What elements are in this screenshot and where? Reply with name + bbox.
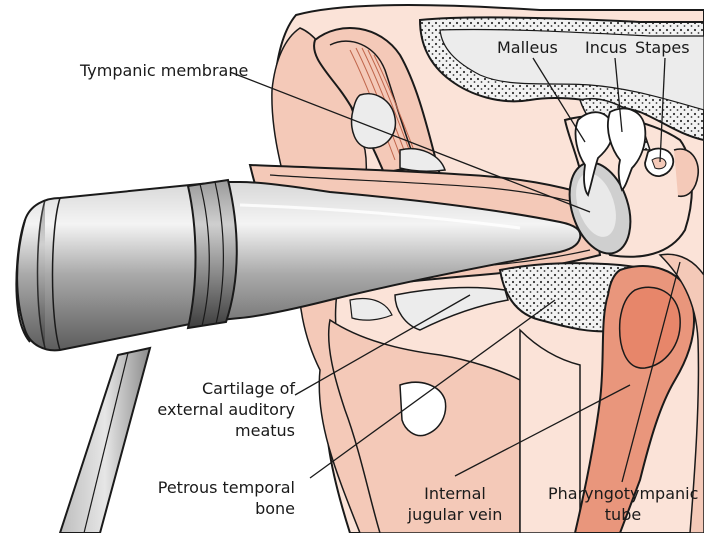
label-pharyngo-line2: tube [548,504,698,525]
label-malleus: Malleus [497,37,558,58]
label-tympanic-membrane: Tympanic membrane [80,60,248,81]
label-petrous-line2: bone [145,498,295,519]
label-petrous-line1: Petrous temporal [145,477,295,498]
label-cartilage-line2: external auditory [150,399,295,420]
otoscope-ring [188,180,237,328]
otoscope-handle [60,348,150,533]
label-cartilage: Cartilage of external auditory meatus [150,378,295,441]
label-pharyngotympanic: Pharyngotympanic tube [548,483,698,525]
label-jugular-line1: Internal [400,483,510,504]
label-petrous: Petrous temporal bone [145,477,295,519]
label-jugular-line2: jugular vein [400,504,510,525]
label-incus: Incus [585,37,627,58]
label-stapes: Stapes [635,37,690,58]
label-cartilage-line3: meatus [150,420,295,441]
label-cartilage-line1: Cartilage of [150,378,295,399]
label-jugular: Internal jugular vein [400,483,510,525]
label-pharyngo-line1: Pharyngotympanic [548,483,698,504]
